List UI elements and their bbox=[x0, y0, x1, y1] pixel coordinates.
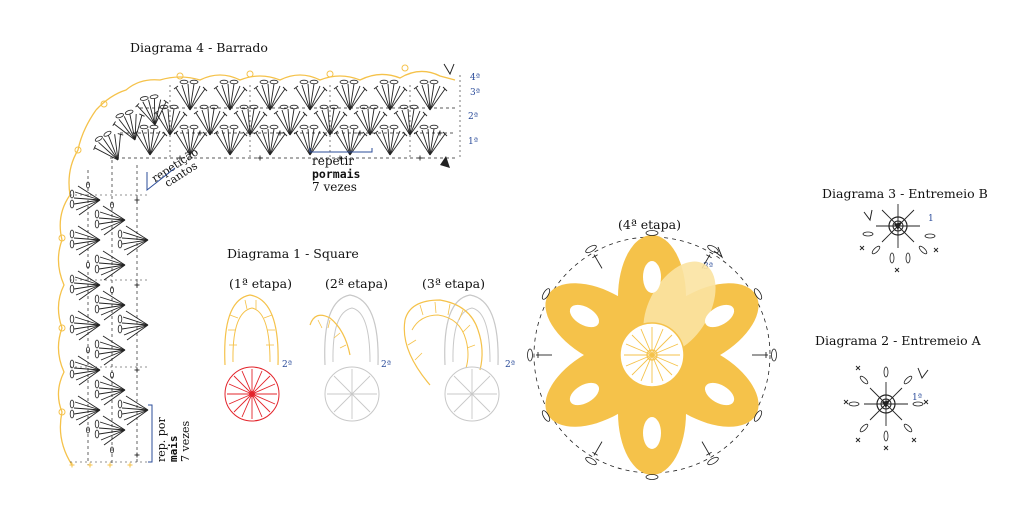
top-separators bbox=[169, 75, 461, 160]
center-spokes bbox=[624, 327, 680, 383]
diagram2-arrow bbox=[917, 367, 929, 380]
stage4-label: (4ª etapa) bbox=[618, 217, 681, 232]
diagram3-round-mark: 1 bbox=[928, 214, 934, 224]
top-chain-base bbox=[110, 107, 455, 161]
stage3-round-mark: 2ª bbox=[505, 360, 516, 370]
diagram4-border bbox=[57, 63, 461, 468]
outer-loops bbox=[527, 230, 777, 480]
round-label-3: 3ª bbox=[470, 88, 481, 98]
stage1-motif bbox=[224, 294, 280, 422]
diagram1-title: Diagrama 1 - Square bbox=[227, 246, 359, 261]
repeat-more-bracket bbox=[309, 148, 373, 153]
stage3-label: (3ª etapa) bbox=[422, 276, 485, 291]
left-chains bbox=[86, 160, 140, 465]
stage2-motif bbox=[309, 294, 380, 422]
stage1-red-center bbox=[224, 366, 280, 422]
petal-holes bbox=[569, 261, 735, 449]
petals bbox=[545, 235, 759, 475]
stage4-flower bbox=[527, 230, 777, 480]
stage2-round-mark: 2ª bbox=[381, 360, 392, 370]
round-label-4: 4ª bbox=[470, 73, 481, 83]
diagram3-cross-stitches bbox=[859, 245, 939, 273]
round-label-1: 1ª bbox=[468, 137, 479, 147]
diagram2-round-mark: 1ª bbox=[912, 393, 923, 403]
stage2-label: (2ª etapa) bbox=[325, 276, 388, 291]
diagram2-motif bbox=[843, 365, 929, 451]
diagram3-title: Diagrama 3 - Entremeio B bbox=[822, 186, 988, 201]
bottom-yellow-marks bbox=[69, 462, 133, 468]
stage4-start-arrow bbox=[713, 246, 724, 259]
start-arrow-bottom bbox=[440, 156, 450, 168]
top-fans-row2 bbox=[153, 104, 428, 136]
stage1-round-mark: 2ª bbox=[282, 360, 293, 370]
diagram4-title: Diagrama 4 - Barrado bbox=[130, 40, 268, 55]
round-label-2: 2ª bbox=[468, 112, 479, 122]
stage1-label: (1ª etapa) bbox=[229, 276, 292, 291]
left-separators bbox=[70, 194, 150, 463]
diagram2-cross-stitches bbox=[843, 365, 929, 451]
repeat-more-label: repetir pormais 7 vezes bbox=[312, 155, 360, 194]
repeat-more-line2: pormais bbox=[312, 167, 361, 181]
diagram2-title: Diagrama 2 - Entremeio A bbox=[815, 333, 981, 348]
left-fans-col3 bbox=[117, 225, 149, 426]
start-arrow-top bbox=[443, 63, 455, 76]
repeat-side-bracket bbox=[148, 404, 153, 463]
stage3-motif bbox=[403, 294, 500, 422]
repeat-corner-bracket bbox=[146, 167, 176, 192]
top-picots bbox=[58, 64, 409, 416]
repeat-more-line3: 7 vezes bbox=[312, 180, 357, 194]
diagram3-arrow bbox=[863, 209, 873, 222]
diagram3-motif bbox=[859, 204, 939, 273]
